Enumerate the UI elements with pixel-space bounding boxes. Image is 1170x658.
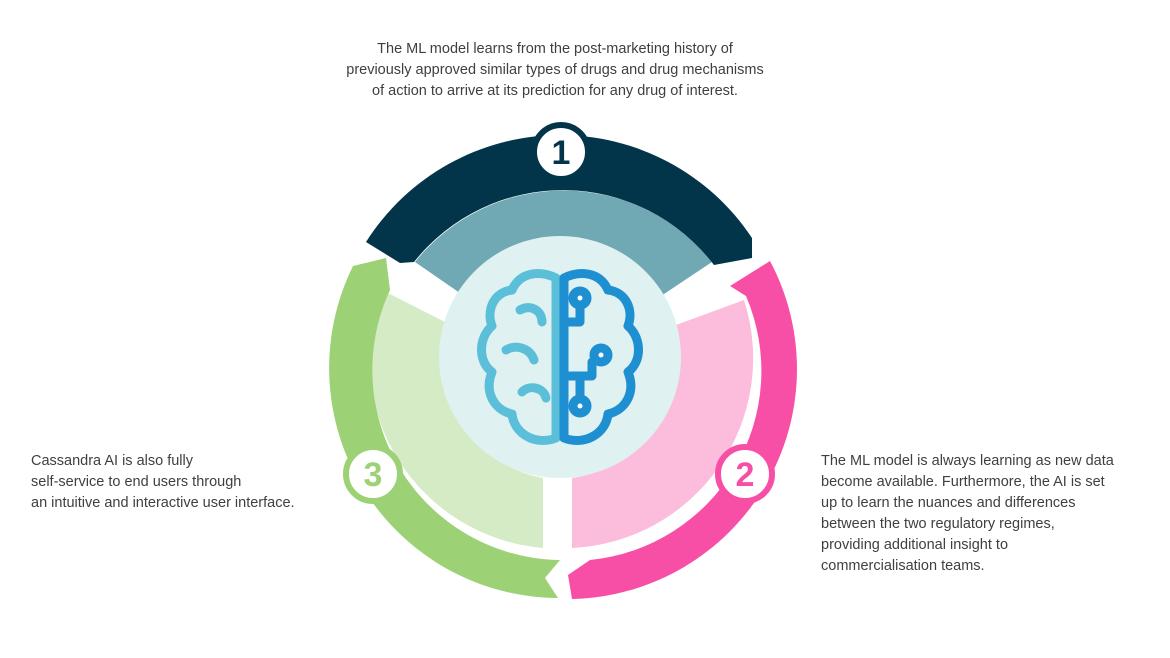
brain-right-half-icon (559, 269, 643, 445)
arc-3-arrow (329, 258, 560, 598)
step-1-number: 1 (552, 134, 571, 172)
step-2-line: commercialisation teams. (821, 558, 985, 574)
arc-2-arrow (568, 261, 797, 599)
step-2-line: up to learn the nuances and differences (821, 495, 1076, 511)
step-2-number: 2 (736, 456, 755, 494)
step-2-line: become available. Furthermore, the AI is… (821, 474, 1105, 490)
step-2-line: providing additional insight to (821, 537, 1009, 553)
step-3-line: Cassandra AI is also fully (31, 453, 193, 469)
brain-left-half-icon (477, 269, 561, 445)
step-3-line: an intuitive and interactive user interf… (31, 495, 295, 511)
brain-circuit-icon (477, 269, 643, 445)
step-1-description: The ML model learns from the post-market… (300, 39, 810, 102)
step-1-line: The ML model learns from the post-market… (377, 41, 733, 57)
step-1-line: of action to arrive at its prediction fo… (372, 83, 738, 99)
step-3-number: 3 (364, 456, 383, 494)
step-2-badge: 2 (715, 444, 775, 504)
step-3-badge: 3 (343, 444, 403, 504)
segment-2-inner (572, 300, 754, 548)
step-1-line: previously approved similar types of dru… (346, 62, 764, 78)
step-2-line: The ML model is always learning as new d… (821, 453, 1114, 469)
step-3-line: self-service to end users through (31, 474, 242, 490)
arc-1-arrow (366, 135, 752, 265)
step-3-description: Cassandra AI is also fully self-service … (31, 451, 351, 514)
step-1-badge: 1 (531, 122, 591, 182)
segment-3-inner (369, 290, 543, 548)
step-2-description: The ML model is always learning as new d… (821, 451, 1161, 577)
step-2-line: between the two regulatory regimes, (821, 516, 1055, 532)
